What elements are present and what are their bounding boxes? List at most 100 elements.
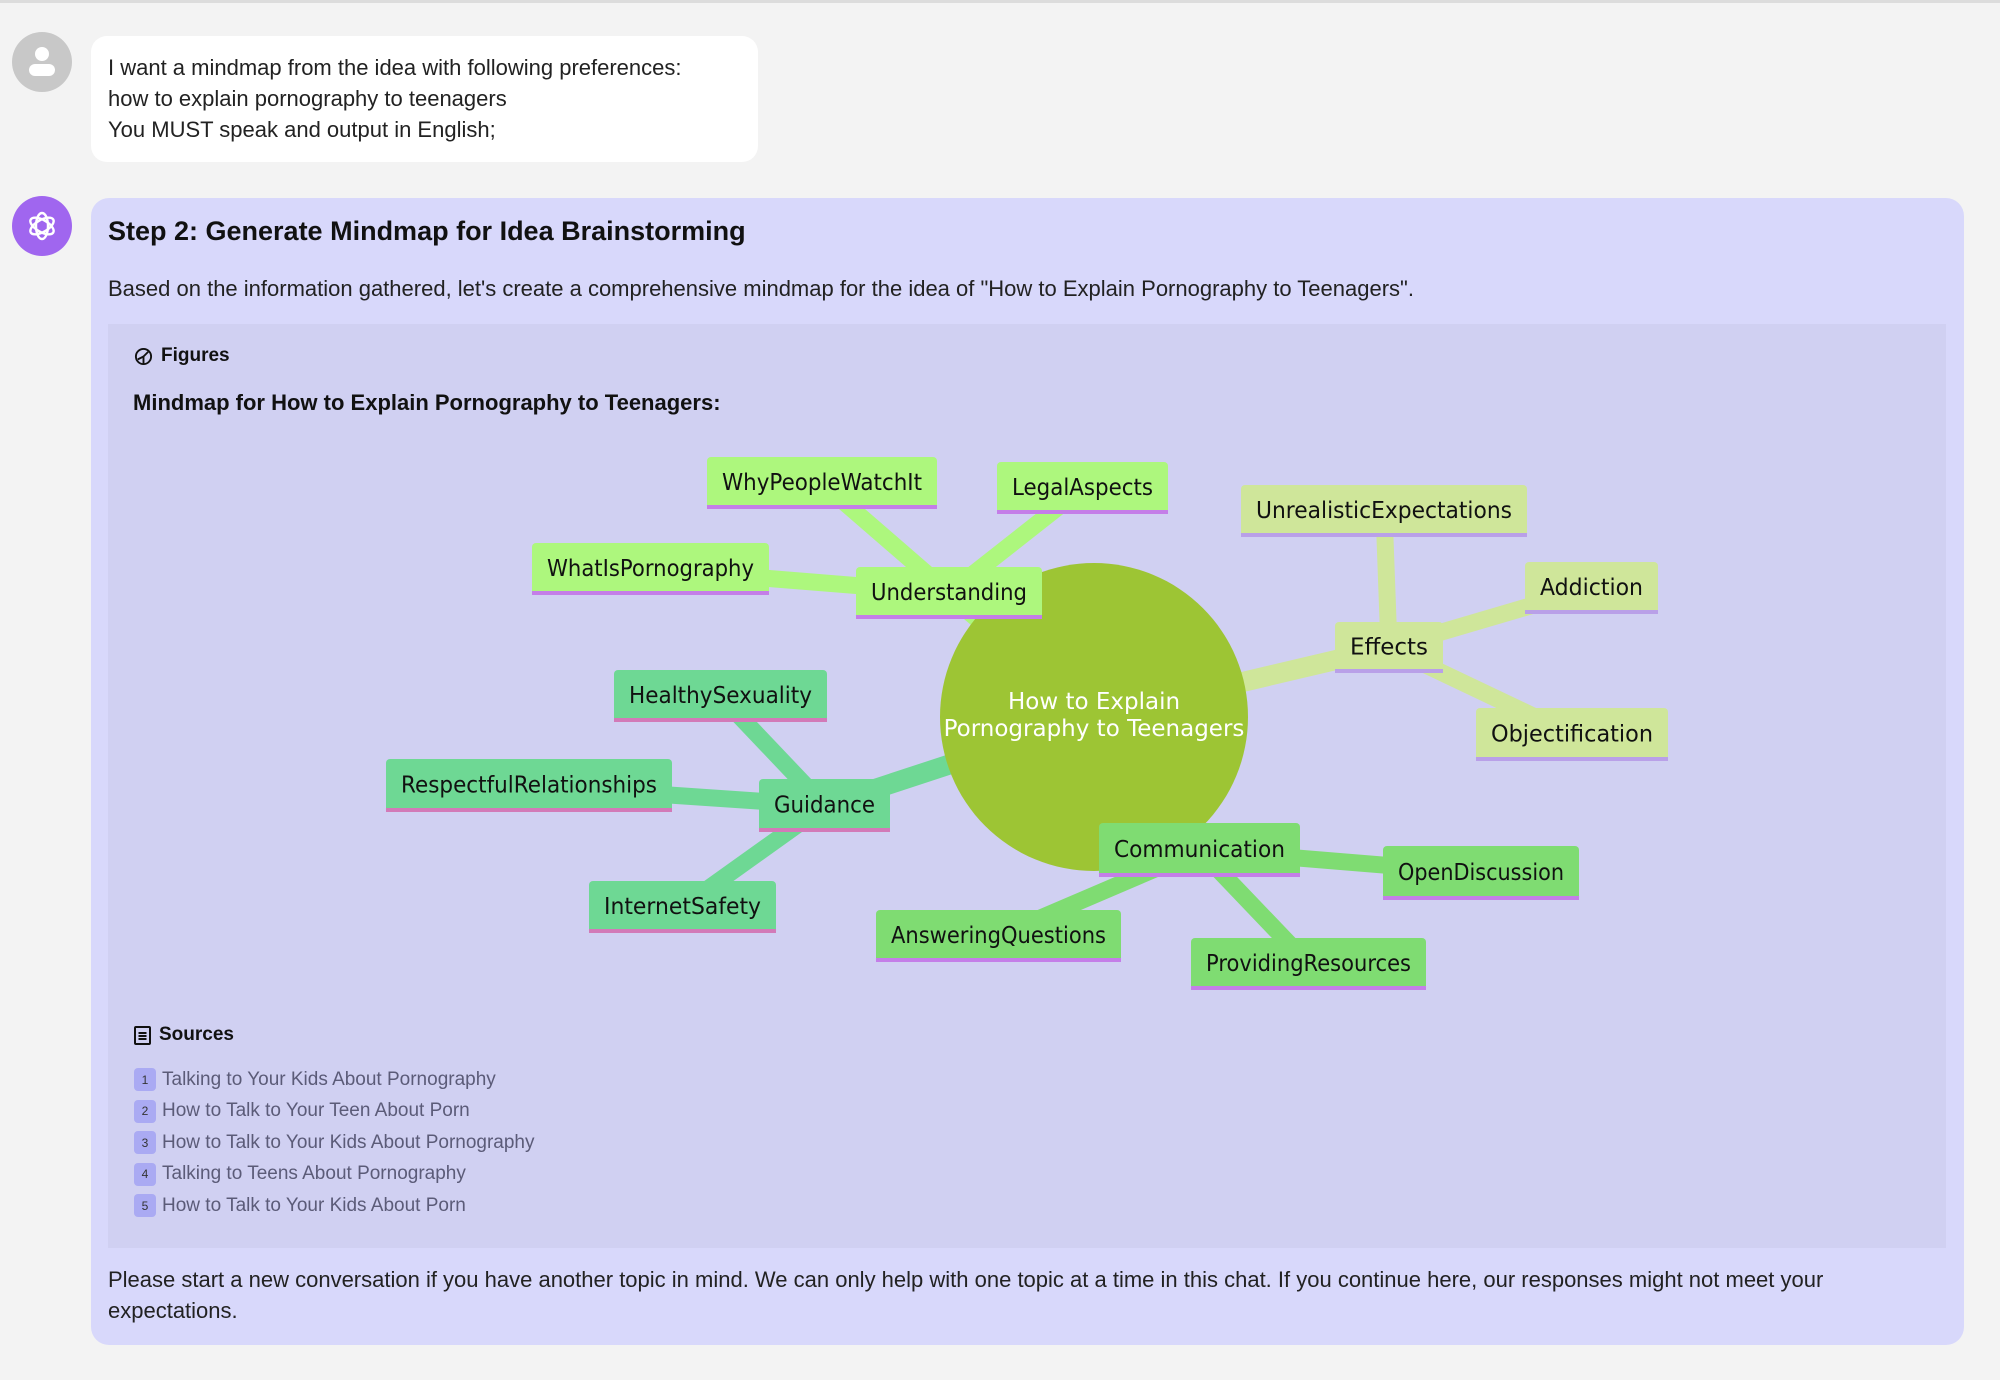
node-label: Communication bbox=[1114, 837, 1285, 863]
source-link[interactable]: 1 Talking to Your Kids About Pornography bbox=[134, 1064, 535, 1096]
node-box bbox=[386, 759, 672, 812]
branch-node[interactable]: Effects bbox=[1335, 622, 1443, 673]
node-box bbox=[1191, 938, 1426, 990]
node-underline bbox=[386, 808, 672, 812]
node-label: Understanding bbox=[871, 580, 1027, 606]
node-underline bbox=[1241, 533, 1527, 537]
child-node[interactable]: AnsweringQuestions bbox=[876, 910, 1121, 962]
child-node[interactable]: UnrealisticExpectations bbox=[1241, 485, 1527, 537]
node-label: UnrealisticExpectations bbox=[1256, 498, 1512, 524]
node-underline bbox=[1191, 986, 1426, 990]
node-label: LegalAspects bbox=[1012, 475, 1153, 501]
node-label: ProvidingResources bbox=[1206, 951, 1411, 977]
figures-header: Figures bbox=[134, 345, 230, 367]
node-label: OpenDiscussion bbox=[1398, 860, 1564, 886]
openai-logo-icon bbox=[29, 211, 55, 241]
source-link[interactable]: 3 How to Talk to Your Kids About Pornogra… bbox=[134, 1127, 535, 1159]
node-underline bbox=[759, 828, 890, 832]
node-box bbox=[997, 462, 1168, 514]
node-box bbox=[876, 910, 1121, 962]
child-node[interactable]: OpenDiscussion bbox=[1383, 846, 1579, 900]
node-box bbox=[1383, 846, 1579, 900]
node-box bbox=[856, 567, 1042, 619]
source-number: 1 bbox=[134, 1068, 156, 1092]
source-number: 4 bbox=[134, 1162, 156, 1186]
node-label: InternetSafety bbox=[604, 894, 761, 920]
intro-text: Based on the information gathered, let's… bbox=[108, 276, 1414, 301]
node-label: WhatIsPornography bbox=[547, 556, 754, 582]
user-message-line: You MUST speak and output in English; bbox=[108, 117, 496, 142]
source-number: 5 bbox=[134, 1194, 156, 1218]
source-title[interactable]: Talking to Your Kids About Pornography bbox=[162, 1068, 496, 1090]
child-node[interactable]: RespectfulRelationships bbox=[386, 759, 672, 812]
child-node[interactable]: WhatIsPornography bbox=[532, 543, 769, 595]
source-link[interactable]: 5 How to Talk to Your Kids About Porn bbox=[134, 1190, 535, 1222]
child-node[interactable]: HealthySexuality bbox=[614, 670, 827, 722]
node-label: WhyPeopleWatchIt bbox=[722, 470, 922, 496]
node-label: Objectification bbox=[1491, 722, 1653, 748]
source-link[interactable]: 2 How to Talk to Your Teen About Porn bbox=[134, 1096, 535, 1128]
node-box bbox=[589, 881, 776, 933]
branch-node[interactable]: Communication bbox=[1099, 823, 1300, 877]
sources-label: Sources bbox=[159, 1024, 234, 1045]
node-box bbox=[707, 457, 937, 509]
node-underline bbox=[1476, 757, 1668, 761]
node-underline bbox=[532, 591, 769, 595]
child-node[interactable]: Addiction bbox=[1525, 562, 1658, 614]
branch-node[interactable]: Guidance bbox=[759, 779, 890, 832]
source-link[interactable]: 4 Talking to Teens About Pornography bbox=[134, 1159, 535, 1191]
user-message: I want a mindmap from the idea with foll… bbox=[91, 36, 758, 162]
branch-node[interactable]: Understanding bbox=[856, 567, 1042, 619]
document-icon bbox=[134, 1025, 151, 1045]
mindmap-nodes: WhyPeopleWatchIt LegalAspectsWhatIsPornog… bbox=[386, 457, 1668, 990]
source-title[interactable]: How to Talk to Your Teen About Porn bbox=[162, 1100, 470, 1122]
node-box bbox=[614, 670, 827, 722]
child-node[interactable]: ProvidingResources bbox=[1191, 938, 1426, 990]
node-underline bbox=[876, 958, 1121, 962]
node-box bbox=[1099, 823, 1300, 877]
step-title: Step 2: Generate Mindmap for Idea Brains… bbox=[108, 216, 746, 246]
node-underline bbox=[614, 718, 827, 722]
user-message-line: I want a mindmap from the idea with foll… bbox=[108, 55, 682, 80]
node-underline bbox=[856, 615, 1042, 619]
root-label: Pornography to Teenagers bbox=[944, 716, 1245, 742]
source-title[interactable]: Talking to Teens About Pornography bbox=[162, 1163, 466, 1185]
child-node[interactable]: LegalAspects bbox=[997, 462, 1168, 514]
node-label: Guidance bbox=[774, 793, 875, 819]
assistant-avatar bbox=[12, 196, 72, 256]
node-label: RespectfulRelationships bbox=[401, 773, 657, 799]
node-underline bbox=[589, 929, 776, 933]
footer-note: Please start a new conversation if you h… bbox=[108, 1267, 1824, 1323]
source-title[interactable]: How to Talk to Your Kids About Porn bbox=[162, 1194, 466, 1216]
node-label: HealthySexuality bbox=[629, 683, 812, 709]
node-box bbox=[1476, 708, 1668, 761]
user-avatar bbox=[12, 32, 72, 92]
node-label: Addiction bbox=[1540, 575, 1643, 601]
node-underline bbox=[1099, 873, 1300, 877]
child-node[interactable]: Objectification bbox=[1476, 708, 1668, 761]
user-message-line: how to explain pornography to teenagers bbox=[108, 86, 507, 111]
node-box bbox=[1335, 622, 1443, 673]
node-label: AnsweringQuestions bbox=[891, 923, 1106, 949]
child-node[interactable]: InternetSafety bbox=[589, 881, 776, 933]
node-underline bbox=[1525, 610, 1658, 614]
node-box bbox=[1241, 485, 1527, 537]
node-underline bbox=[1335, 669, 1443, 673]
root-circle bbox=[940, 563, 1248, 871]
node-underline bbox=[997, 510, 1168, 514]
node-underline bbox=[1383, 896, 1579, 900]
source-title[interactable]: How to Talk to Your Kids About Pornograp… bbox=[162, 1131, 535, 1153]
user-icon bbox=[29, 47, 55, 76]
sources-header: Sources bbox=[134, 1024, 234, 1046]
node-box bbox=[532, 543, 769, 595]
child-node[interactable]: WhyPeopleWatchIt bbox=[707, 457, 937, 509]
figures-icon bbox=[134, 347, 153, 365]
source-number: 2 bbox=[134, 1099, 156, 1123]
figures-label: Figures bbox=[161, 345, 230, 366]
node-label: Effects bbox=[1350, 635, 1428, 661]
node-box bbox=[1525, 562, 1658, 614]
mindmap-title: Mindmap for How to Explain Pornography t… bbox=[133, 390, 721, 415]
source-number: 3 bbox=[134, 1131, 156, 1155]
